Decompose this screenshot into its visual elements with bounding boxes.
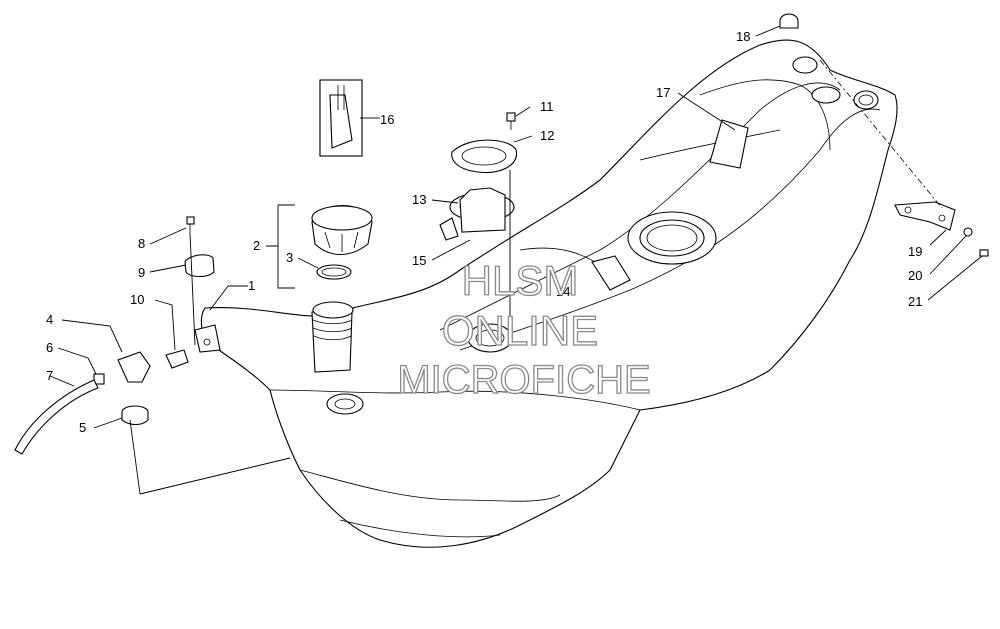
leader-lines <box>49 25 983 495</box>
fuel-pump-assembly <box>439 187 515 241</box>
rubber-cap-18 <box>779 13 799 29</box>
screw-8 <box>186 216 195 233</box>
watermark-line-1: HLSM <box>462 257 579 304</box>
callout-11: 11 <box>540 99 554 114</box>
cap-gasket <box>316 264 352 280</box>
callout-20: 20 <box>908 268 922 283</box>
callout-13: 13 <box>412 192 426 207</box>
vent-hose-7 <box>14 379 99 455</box>
callout-5: 5 <box>79 420 86 435</box>
callout-labels: 1 2 3 4 5 6 7 8 9 10 11 12 13 14 15 16 1… <box>46 29 922 435</box>
bolt-11 <box>506 112 516 130</box>
watermark-line-3: MICROFICHE <box>397 358 650 402</box>
fuel-level-sender <box>319 79 363 157</box>
filler-neck <box>311 301 354 373</box>
callout-2: 2 <box>253 238 260 253</box>
callout-18: 18 <box>736 29 750 44</box>
watermark: HLSM ONLINE MICROFICHE <box>397 256 652 402</box>
rollover-valve-4 <box>117 351 151 383</box>
watermark-line-2: ONLINE <box>442 307 598 354</box>
grommet-5 <box>121 405 149 426</box>
callout-9: 9 <box>138 265 145 280</box>
callout-15: 15 <box>412 253 426 268</box>
fuel-cap <box>311 204 373 256</box>
callout-8: 8 <box>138 236 145 251</box>
hose-clamp-6 <box>93 373 105 385</box>
clip-9 <box>184 254 215 278</box>
washer-20 <box>963 227 973 237</box>
callout-12: 12 <box>540 128 554 143</box>
callout-17: 17 <box>656 85 670 100</box>
callout-14: 14 <box>556 284 570 299</box>
callout-3: 3 <box>286 250 293 265</box>
fuel-pump-plate <box>451 139 517 174</box>
bolt-21 <box>979 249 989 257</box>
fuel-tank <box>194 39 898 548</box>
callout-7: 7 <box>46 368 53 383</box>
callout-21: 21 <box>908 294 922 309</box>
callout-10: 10 <box>130 292 144 307</box>
callout-4: 4 <box>46 312 53 327</box>
bracket-19 <box>894 201 956 231</box>
callout-16: 16 <box>380 112 394 127</box>
callout-1: 1 <box>248 278 255 293</box>
callout-6: 6 <box>46 340 53 355</box>
callout-19: 19 <box>908 244 922 259</box>
grommet-10 <box>165 349 189 369</box>
